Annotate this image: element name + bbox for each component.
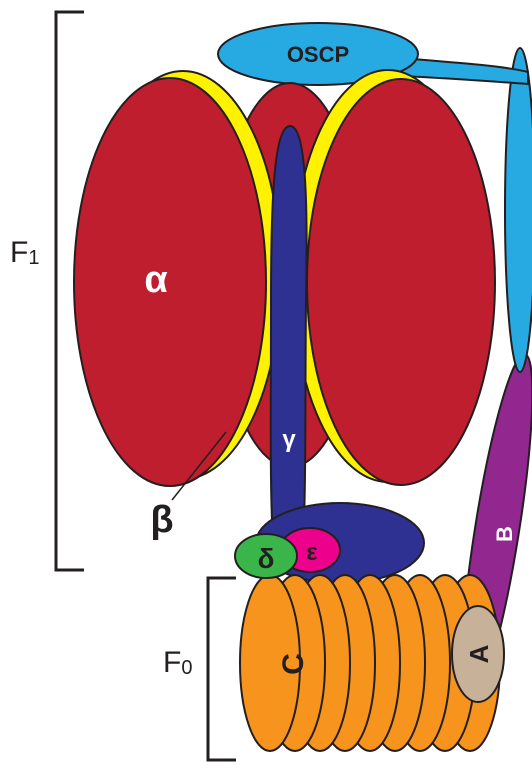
epsilon-label: ε xyxy=(306,539,317,566)
subunit-b-label: B xyxy=(492,526,517,542)
alpha-right-shape xyxy=(307,79,495,485)
alpha-left-shape xyxy=(74,78,266,486)
f1-label: F1 xyxy=(10,236,39,269)
beta-label: β xyxy=(150,499,173,541)
peripheral-stalk-shape xyxy=(505,48,532,372)
delta-label: δ xyxy=(258,543,275,574)
f0-label: F0 xyxy=(163,646,192,679)
gamma-label: γ xyxy=(282,426,296,453)
gamma-stalk-shape xyxy=(271,126,307,520)
f0-bracket xyxy=(208,578,236,760)
oscp-label: OSCP xyxy=(287,42,349,67)
subunit-c-label: C xyxy=(277,653,310,675)
alpha-label: α xyxy=(144,259,167,301)
subunit-a-label: A xyxy=(464,644,494,663)
